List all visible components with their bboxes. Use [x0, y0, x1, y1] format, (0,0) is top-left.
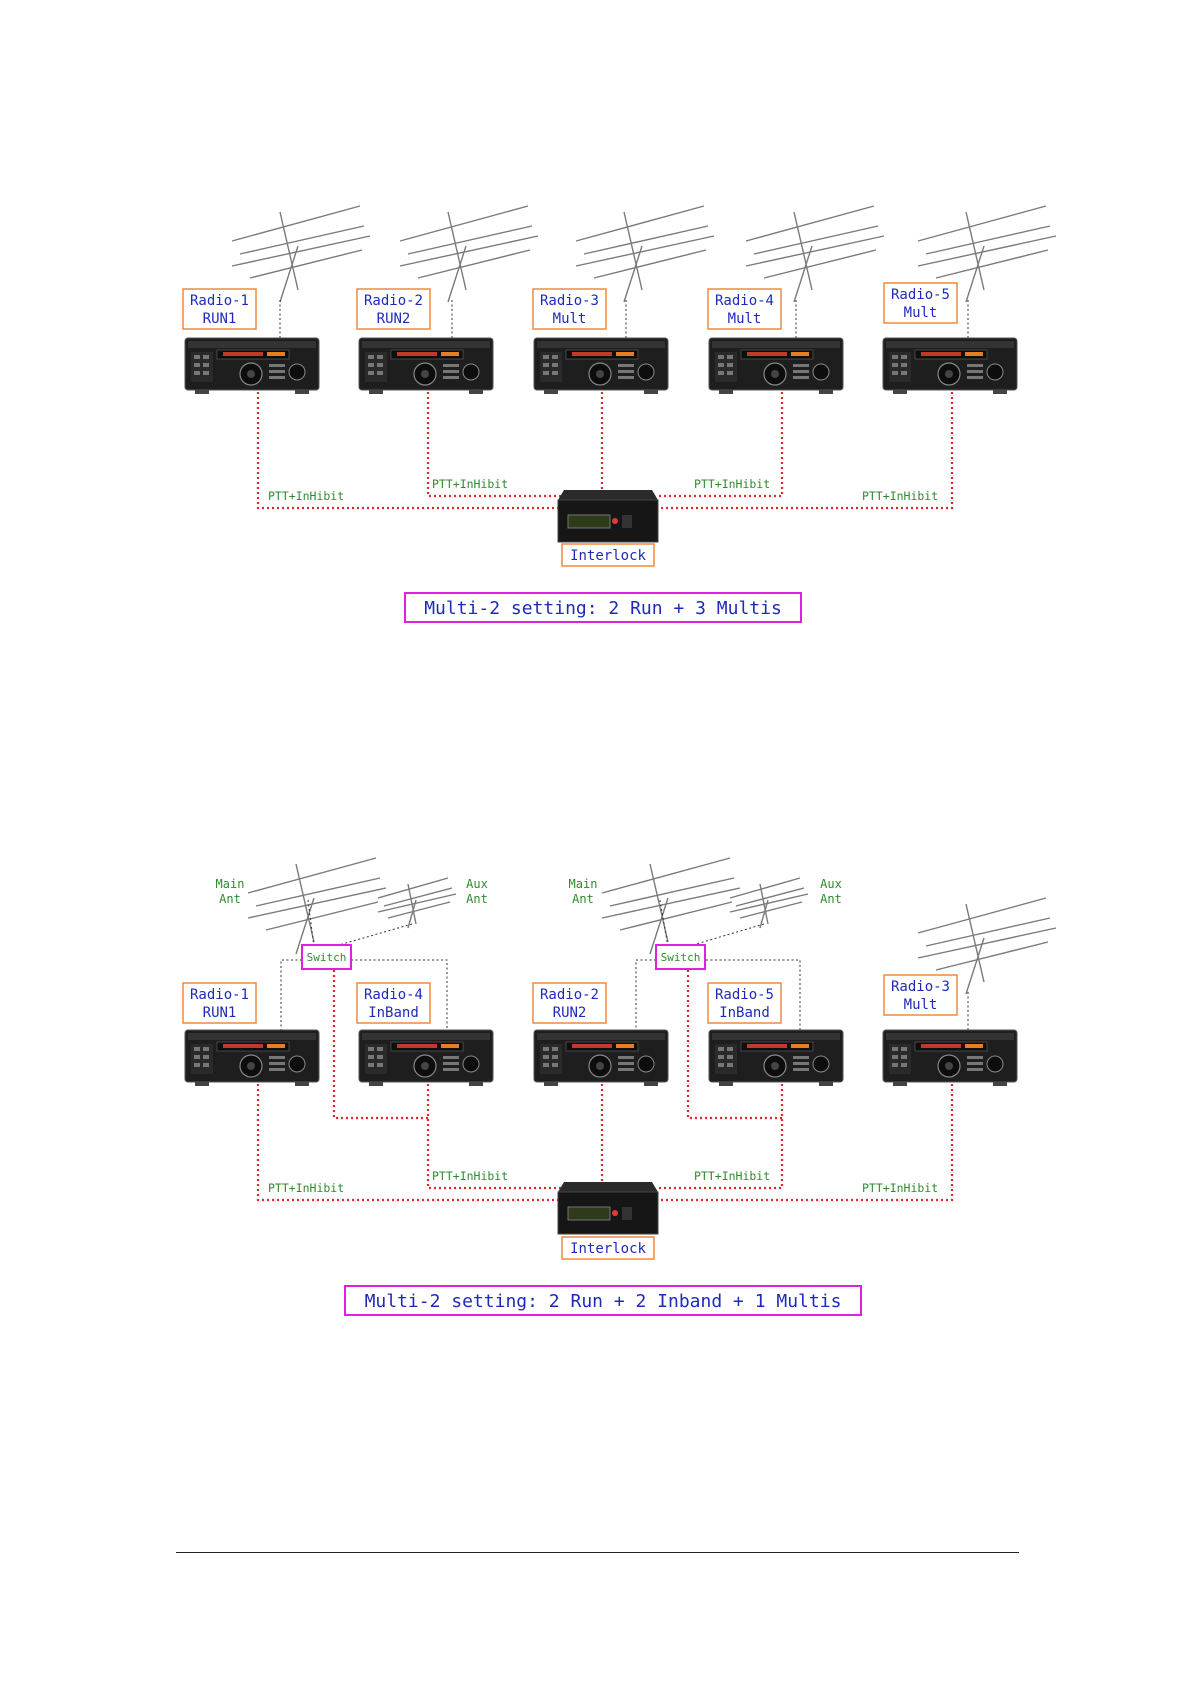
- interlock-unit: [557, 489, 659, 543]
- svg-text:Interlock: Interlock: [570, 1241, 646, 1257]
- radio-transceiver-2: [358, 337, 494, 395]
- svg-text:Radio-3: Radio-3: [891, 979, 950, 995]
- svg-text:RUN1: RUN1: [203, 311, 237, 327]
- aux-antenna-right: [729, 877, 809, 929]
- link-label-radio-3: PTT+InHibit: [862, 1181, 938, 1195]
- ptt-inhibit-links: [256, 970, 954, 1202]
- svg-text:Radio-3: Radio-3: [540, 293, 599, 309]
- svg-text:Aux: Aux: [820, 877, 842, 891]
- link-label-radio-2: PTT+InHibit: [432, 477, 508, 491]
- switch-left: Switch: [301, 944, 352, 970]
- radio-transceiver-4: [358, 1029, 494, 1087]
- svg-text:Radio-1: Radio-1: [190, 293, 249, 309]
- main-antenna-left: [247, 857, 387, 955]
- antenna-2: [399, 205, 539, 303]
- svg-text:RUN2: RUN2: [553, 1005, 587, 1021]
- main-ant-label-right: Main Ant: [569, 877, 598, 906]
- diagram-2-caption: Multi-2 setting: 2 Run + 2 Inband + 1 Mu…: [344, 1285, 862, 1316]
- interlock-label: Interlock: [561, 543, 655, 567]
- svg-text:Aux: Aux: [466, 877, 488, 891]
- svg-text:Mult: Mult: [553, 311, 587, 327]
- svg-text:RUN1: RUN1: [203, 1005, 237, 1021]
- svg-text:Radio-2: Radio-2: [540, 987, 599, 1003]
- antenna-4: [745, 205, 885, 303]
- svg-text:Mult: Mult: [728, 311, 762, 327]
- page-footer-rule: [176, 1552, 1019, 1553]
- svg-text:Multi-2 setting: 2 Run + 2 Inb: Multi-2 setting: 2 Run + 2 Inband + 1 Mu…: [365, 1291, 842, 1312]
- svg-text:Radio-1: Radio-1: [190, 987, 249, 1003]
- svg-text:Mult: Mult: [904, 305, 938, 321]
- radio-label-4: Radio-4 InBand: [356, 982, 431, 1024]
- radio-label-1: Radio-1 RUN1: [182, 982, 257, 1024]
- svg-text:Radio-5: Radio-5: [715, 987, 774, 1003]
- svg-text:Switch: Switch: [307, 951, 347, 964]
- link-label-radio-5: PTT+InHibit: [694, 1169, 770, 1183]
- diagram-1: Radio-1 RUN1 Radio-2 RUN2 Radio-3 Mult R…: [182, 205, 1057, 623]
- main-ant-label-left: Main Ant: [216, 877, 245, 906]
- svg-text:Ant: Ant: [219, 892, 241, 906]
- antenna-feed-lines: [279, 300, 969, 338]
- ptt-inhibit-links: [256, 392, 954, 510]
- radio-transceiver-1: [184, 1029, 320, 1087]
- svg-text:Interlock: Interlock: [570, 548, 646, 564]
- antenna-switch-lines: [280, 899, 969, 1032]
- antenna-3: [575, 205, 715, 303]
- interlock-unit: [557, 1181, 659, 1235]
- radio-label-5: Radio-5 Mult: [883, 282, 958, 324]
- link-label-radio-4: PTT+InHibit: [432, 1169, 508, 1183]
- radio-transceiver-5: [708, 1029, 844, 1087]
- radio-label-3: Radio-3 Mult: [883, 974, 958, 1016]
- radio-label-2: Radio-2 RUN2: [356, 288, 431, 330]
- diagram-2: Main Ant Aux Ant Main Ant Aux Ant: [182, 857, 1057, 1316]
- radio-label-1: Radio-1 RUN1: [182, 288, 257, 330]
- svg-text:Ant: Ant: [820, 892, 842, 906]
- radio-label-3: Radio-3 Mult: [532, 288, 607, 330]
- antenna-1: [231, 205, 371, 303]
- link-label-radio-1: PTT+InHibit: [268, 1181, 344, 1195]
- svg-text:Radio-5: Radio-5: [891, 287, 950, 303]
- radio-transceiver-3: [882, 1029, 1018, 1087]
- radio-transceiver-1: [184, 337, 320, 395]
- aux-ant-label-left: Aux Ant: [466, 877, 488, 906]
- aux-ant-label-right: Aux Ant: [820, 877, 842, 906]
- link-label-radio-5: PTT+InHibit: [862, 489, 938, 503]
- interlock-label: Interlock: [561, 1236, 655, 1260]
- switch-right: Switch: [655, 944, 706, 970]
- svg-text:InBand: InBand: [719, 1005, 770, 1021]
- link-label-radio-1: PTT+InHibit: [268, 489, 344, 503]
- radio-label-5: Radio-5 InBand: [707, 982, 782, 1024]
- svg-text:RUN2: RUN2: [377, 311, 411, 327]
- svg-text:Switch: Switch: [661, 951, 701, 964]
- radio-transceiver-3: [533, 337, 669, 395]
- radio-label-4: Radio-4 Mult: [707, 288, 782, 330]
- svg-text:Main: Main: [569, 877, 598, 891]
- link-label-radio-4: PTT+InHibit: [694, 477, 770, 491]
- radio-transceiver-5: [882, 337, 1018, 395]
- svg-text:InBand: InBand: [368, 1005, 419, 1021]
- svg-text:Radio-4: Radio-4: [715, 293, 774, 309]
- diagram-1-caption: Multi-2 setting: 2 Run + 3 Multis: [404, 592, 802, 623]
- svg-text:Ant: Ant: [572, 892, 594, 906]
- aux-antenna-left: [377, 877, 457, 929]
- main-antenna-right: [601, 857, 741, 955]
- radio-transceiver-4: [708, 337, 844, 395]
- svg-text:Multi-2 setting: 2 Run + 3 Mul: Multi-2 setting: 2 Run + 3 Multis: [424, 598, 782, 619]
- svg-text:Main: Main: [216, 877, 245, 891]
- svg-text:Radio-4: Radio-4: [364, 987, 423, 1003]
- radio-label-2: Radio-2 RUN2: [532, 982, 607, 1024]
- svg-text:Radio-2: Radio-2: [364, 293, 423, 309]
- radio-transceiver-2: [533, 1029, 669, 1087]
- svg-text:Ant: Ant: [466, 892, 488, 906]
- svg-text:Mult: Mult: [904, 997, 938, 1013]
